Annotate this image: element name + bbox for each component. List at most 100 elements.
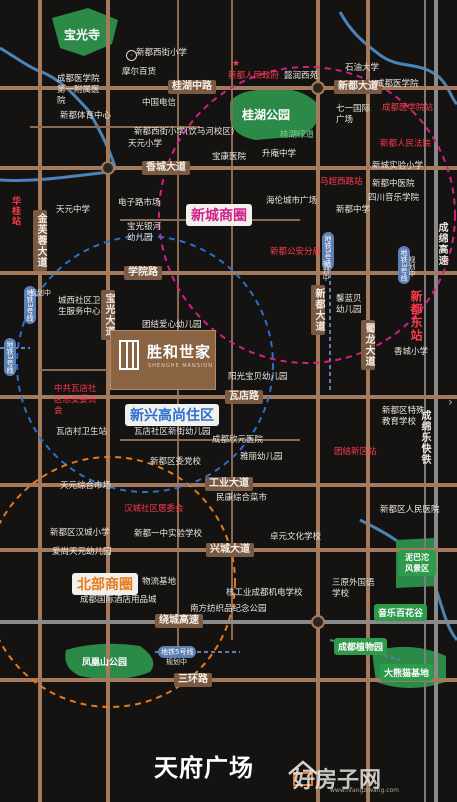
poi-label[interactable]: 宝光银河幼儿园 [127,222,162,243]
poi-label[interactable]: 卓元文化学校 [270,532,322,542]
poi-label[interactable]: 天元综合市场 [60,481,112,491]
metro-plan-center: 规划中 [322,260,330,281]
park-panda[interactable]: 大熊猫基地 [380,664,434,681]
poi-label[interactable]: 宝康医院 [212,152,247,162]
poi-label[interactable]: 摩尔百货 [122,67,157,77]
poi-label[interactable]: 汉城社区居委会 [124,504,184,514]
road-label-xingcheng: 兴城大道 [206,543,254,557]
project-logo-icon [119,340,139,370]
poi-label[interactable]: 新都区汉城小学 [50,528,110,538]
circle-xincheng [158,66,456,364]
junction-1 [101,161,115,175]
poi-label[interactable]: 成都国际酒店用品城 [80,595,157,605]
poi-label[interactable]: 核工业成都机电学校 [226,588,303,598]
river-northeast [338,11,457,106]
road-label-xindu-v: 新都大道 [311,285,325,335]
poi-label[interactable]: 中共瓦店社区总支委员会 [54,384,97,416]
poi-label[interactable]: 新都区人民医院 [380,505,440,515]
poi-label[interactable]: 城西社区卫生服务中心 [58,296,101,317]
junction-3 [311,615,325,629]
poi-label[interactable]: 三原外国语学校 [332,578,375,599]
road-label-kuaitie: 成绵乐快铁 [419,410,430,465]
road-label-xueyuan: 学院路 [124,266,162,280]
poi-label[interactable]: 新都区特殊教育学校 [382,406,425,427]
poi-label[interactable]: 电子路市场 [118,198,161,208]
project-marker[interactable]: 胜和世家 SHENGHE MANSION [110,330,216,390]
road-label-jinfurong: 金芙蓉大道 [33,210,47,271]
poi-label[interactable]: 石油大学 [345,63,380,73]
poi-label[interactable]: 南方纺织品纪念公园 [190,604,267,614]
poi-label[interactable]: 瓦店社区新街幼儿园 [134,427,211,437]
chevron-right-icon: › [448,395,453,409]
park-yinyue[interactable]: 音乐百花谷 [374,604,428,621]
watermark-house-icon [288,760,318,786]
poi-label[interactable]: 中国电信 [142,98,177,108]
metro-tag-west2: 地铁3号线 [4,338,16,377]
poi-label[interactable]: 新都人民法院 [380,139,432,149]
poi-label[interactable]: 成都医学院站 [382,103,434,113]
district-xincheng[interactable]: 新城商圈 [186,204,252,226]
poi-label[interactable]: 新都西街小学(饮马河校区) [134,127,235,137]
poi-label[interactable]: 新都区委党校 [150,457,202,467]
poi-label[interactable]: 新都体育中心 [60,111,112,121]
poi-label[interactable]: 馨蓝贝幼儿园 [336,294,362,315]
poi-label[interactable]: 雅丽幼儿园 [240,452,283,462]
park-fenghuangshan[interactable]: 凤凰山公园 [82,658,128,668]
poi-icon: ◦ [126,50,137,61]
poi-label[interactable]: 桂湖绿道 [280,130,315,140]
road-label-gongye: 工业大道 [205,477,253,491]
poi-label[interactable]: 阳光宝贝幼儿园 [228,372,288,382]
poi-label[interactable]: 爱尚天元幼儿园 [52,547,112,557]
poi-label[interactable]: 成都欣元医院 [212,435,264,445]
poi-label[interactable]: 升庵中学 [262,149,297,159]
watermark-url: www.hfangziwang.com [330,787,400,794]
poi-label[interactable]: 海伦城市广场 [266,196,318,206]
district-xinxing[interactable]: 新兴高尚住区 [125,404,219,426]
poi-label[interactable]: 香城小学 [394,347,429,357]
poi-label[interactable]: 懿润西苑 [284,71,319,81]
poi-label[interactable]: 成都医学院第一附属医院 [57,74,100,106]
station-huagui[interactable]: 华桂站 [10,196,20,226]
park-baoguangsi[interactable]: 宝光寺 [64,28,101,42]
poi-label[interactable]: 新都公安分局 [270,247,322,257]
poi-label[interactable]: 新都人民政府 [228,71,280,81]
road-label-chengluo: 成绵高速 [436,222,447,266]
road-label-shulong: 蜀龙大道 [361,320,375,370]
junction-2 [311,81,325,95]
park-guihu[interactable]: 桂湖公园 [242,108,291,122]
metro-tag-south: 地铁5号线 [158,646,197,658]
metro-plan-east: 规划中 [408,256,416,277]
road-label-xindu-dadao: 新都大道 [334,80,382,94]
poi-label[interactable]: 新都中学 [336,205,371,215]
park-guihu-area [230,89,319,140]
poi-label[interactable]: 民康综合菜市 [216,493,268,503]
poi-label[interactable]: 新都一中实验学校 [134,529,203,539]
metro-tag-west: 地铁3号线 [24,286,36,325]
poi-label[interactable]: 天元中学 [56,205,91,215]
poi-label[interactable]: 新都中医院 [372,179,415,189]
poi-label[interactable]: 瓦店村卫生站 [56,427,108,437]
poi-label[interactable]: 七一国际广场 [336,104,371,125]
poi-label[interactable]: 团结爱心幼儿园 [142,320,202,330]
station-xindu-east[interactable]: 新都东站 [409,290,423,342]
poi-label[interactable]: 天元小学 [128,139,163,149]
district-beibu[interactable]: 北部商圈 [72,573,138,595]
park-zhiwuyuan[interactable]: 成都植物园 [334,638,388,655]
road-label-xiangcheng: 香城大道 [142,161,190,175]
park-baoguangsi-area [52,8,118,56]
poi-label[interactable]: 四川音乐学院 [368,193,420,203]
metro-tag-center: 地铁5号线 [322,232,334,271]
circle-xinxing [16,235,274,493]
poi-label[interactable]: 新都西街小学 [136,48,188,58]
road-label-raocheng: 绕城高速 [155,614,203,628]
poi-label[interactable]: 新城实验小学 [372,161,424,171]
park-nibatuo[interactable]: 泥巴沱风景区 [398,550,436,576]
road-label-sanhuan: 三环路 [174,673,212,687]
poi-label[interactable]: 团结新区站 [334,447,377,457]
poi-label[interactable]: 马超西路站 [320,177,363,187]
poi-label[interactable]: 物流基地 [142,577,177,587]
road-label-baoguang: 宝光大道 [101,290,115,340]
poi-label[interactable]: 成都医学院 [376,79,419,89]
